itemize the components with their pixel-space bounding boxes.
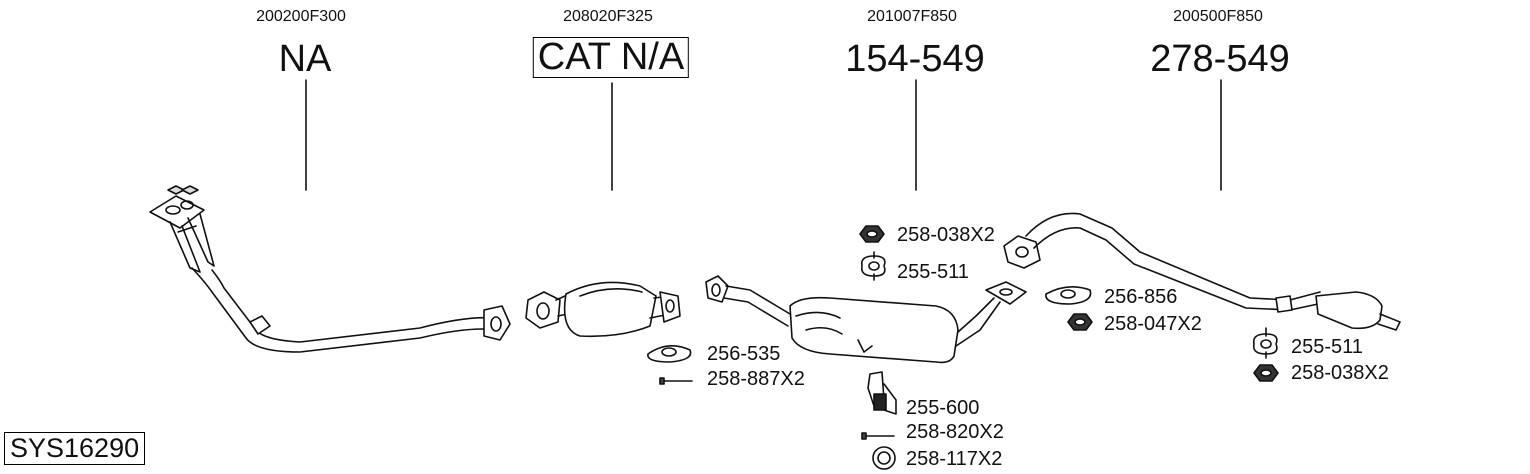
part-label-nut: 258-047X2 bbox=[1104, 313, 1202, 335]
bracket-icon bbox=[867, 371, 897, 415]
part-label-rubber-mount: 255-511 bbox=[897, 261, 969, 283]
part-label-gasket: 256-535 bbox=[707, 343, 781, 365]
part-label-bolt: 258-820X2 bbox=[906, 421, 1004, 443]
gasket-icon bbox=[647, 345, 692, 363]
part-label-gasket: 256-856 bbox=[1104, 286, 1178, 308]
nut-icon bbox=[859, 225, 885, 243]
part-label-bolt: 258-887X2 bbox=[707, 368, 805, 390]
rubber-mount-icon bbox=[1252, 327, 1278, 359]
bolt-icon bbox=[861, 432, 895, 440]
part-number-centre-silencer: 154-549 bbox=[845, 38, 985, 80]
oe-code-front-pipe: 200200F300 bbox=[256, 8, 346, 25]
oe-code-rear-pipe: 200500F850 bbox=[1173, 8, 1263, 25]
oe-code-centre-silencer: 201007F850 bbox=[867, 8, 957, 25]
part-label-nut: 258-038X2 bbox=[1291, 362, 1389, 384]
bolt-icon bbox=[659, 377, 693, 385]
centre-silencer-drawing bbox=[705, 275, 1027, 364]
system-id-label: SYS16290 bbox=[4, 432, 146, 466]
part-number-front-pipe: NA bbox=[278, 38, 332, 80]
nut-icon bbox=[1253, 364, 1279, 382]
gasket-hole-icon bbox=[1060, 289, 1076, 299]
rubber-mount-icon bbox=[860, 251, 886, 281]
part-number-catalytic-converter: CAT N/A bbox=[532, 37, 690, 78]
part-label-seal-ring: 258-117X2 bbox=[906, 448, 1003, 470]
part-number-rear-pipe: 278-549 bbox=[1150, 38, 1290, 80]
part-label-rubber-mount: 255-511 bbox=[1291, 336, 1363, 358]
catalytic-converter-drawing bbox=[525, 281, 681, 338]
oe-code-catalytic-converter: 208020F325 bbox=[563, 8, 653, 25]
gasket-hole-icon bbox=[661, 347, 677, 357]
gasket-icon bbox=[1045, 286, 1092, 305]
part-label-bracket: 255-600 bbox=[906, 397, 980, 419]
front-pipe-drawing bbox=[149, 185, 511, 353]
part-label-nut: 258-038X2 bbox=[897, 224, 995, 246]
seal-ring-icon bbox=[872, 446, 896, 470]
rear-pipe-drawing bbox=[1003, 212, 1401, 331]
nut-icon bbox=[1067, 313, 1093, 331]
